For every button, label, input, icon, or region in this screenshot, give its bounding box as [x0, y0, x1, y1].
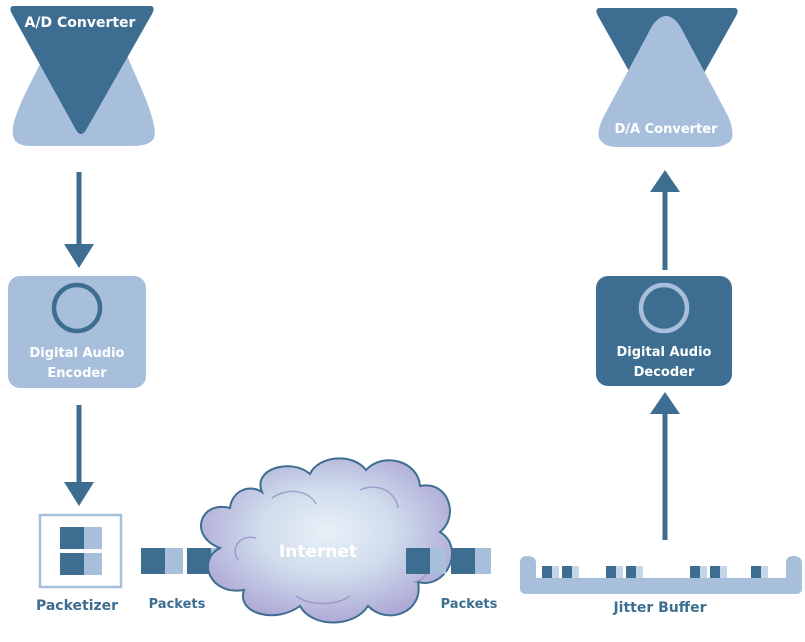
internet-label: Internet [279, 542, 357, 562]
jitter-packet-3a-light [700, 566, 707, 578]
packet-left-1-dark [141, 548, 165, 574]
digital-audio-decoder: Digital Audio Decoder [596, 276, 732, 386]
internet-cloud: Internet [200, 457, 453, 624]
jitter-packet-1a-light [552, 566, 559, 578]
cloud-inner-contour [234, 486, 428, 605]
packetizer-frame [38, 513, 123, 589]
packet-left-1-light [165, 548, 183, 574]
jitter-buffer-tray [520, 556, 802, 594]
jitter-buffer: Jitter Buffer [520, 556, 802, 616]
packetizer: Packetizer [36, 513, 123, 614]
packets-right: Packets [406, 548, 498, 612]
jitter-packet-3b-dark [710, 566, 720, 578]
packet-right-1-light [430, 548, 446, 574]
packetizer-label: Packetizer [36, 598, 118, 614]
packet-right-2-dark [451, 548, 475, 574]
jitter-packet-4a-dark [751, 566, 761, 578]
jitter-buffer-label: Jitter Buffer [612, 600, 706, 616]
packetizer-block-light-top [84, 527, 102, 549]
jitter-packet-2a-dark [606, 566, 616, 578]
jitter-packet-1b-light [572, 566, 579, 578]
decoder-label-line1: Digital Audio [617, 345, 712, 360]
decoder-label-line2: Decoder [634, 365, 695, 380]
da-converter: D/A Converter [596, 8, 738, 147]
jitter-packet-2b-dark [626, 566, 636, 578]
packetizer-block-dark-top [60, 527, 84, 549]
jitter-packet-3a-dark [690, 566, 700, 578]
da-converter-label: D/A Converter [615, 122, 719, 137]
packet-left-2-dark [187, 548, 211, 574]
encoder-circle-icon [51, 282, 103, 334]
jitter-packet-2a-light [616, 566, 623, 578]
arrow-decoder-to-da [650, 170, 680, 270]
ad-converter-label: A/D Converter [25, 15, 136, 31]
arrow-encoder-to-packetizer [64, 405, 94, 506]
encoder-label-line2: Encoder [47, 366, 107, 381]
jitter-packet-2b-light [636, 566, 643, 578]
packetizer-block-dark-bottom [60, 553, 84, 575]
packetizer-block-light-bottom [84, 553, 102, 575]
packets-right-label: Packets [441, 597, 498, 612]
ad-converter: A/D Converter [10, 6, 155, 146]
jitter-packet-3b-light [720, 566, 727, 578]
packet-right-1-dark [406, 548, 430, 574]
encoder-label-line1: Digital Audio [30, 346, 125, 361]
arrow-jitter-to-decoder [650, 392, 680, 540]
jitter-packet-1b-dark [562, 566, 572, 578]
jitter-packet-4a-light [761, 566, 768, 578]
packet-right-2-light [475, 548, 491, 574]
digital-audio-encoder: Digital Audio Encoder [8, 276, 146, 388]
da-converter-light-shape [598, 16, 733, 147]
arrow-ad-to-encoder [64, 172, 94, 268]
ad-converter-dark-shape [10, 6, 154, 134]
cloud-shape-icon [200, 457, 453, 624]
jitter-packet-1a-dark [542, 566, 552, 578]
decoder-circle-icon [638, 282, 690, 334]
packets-left-label: Packets [149, 597, 206, 612]
